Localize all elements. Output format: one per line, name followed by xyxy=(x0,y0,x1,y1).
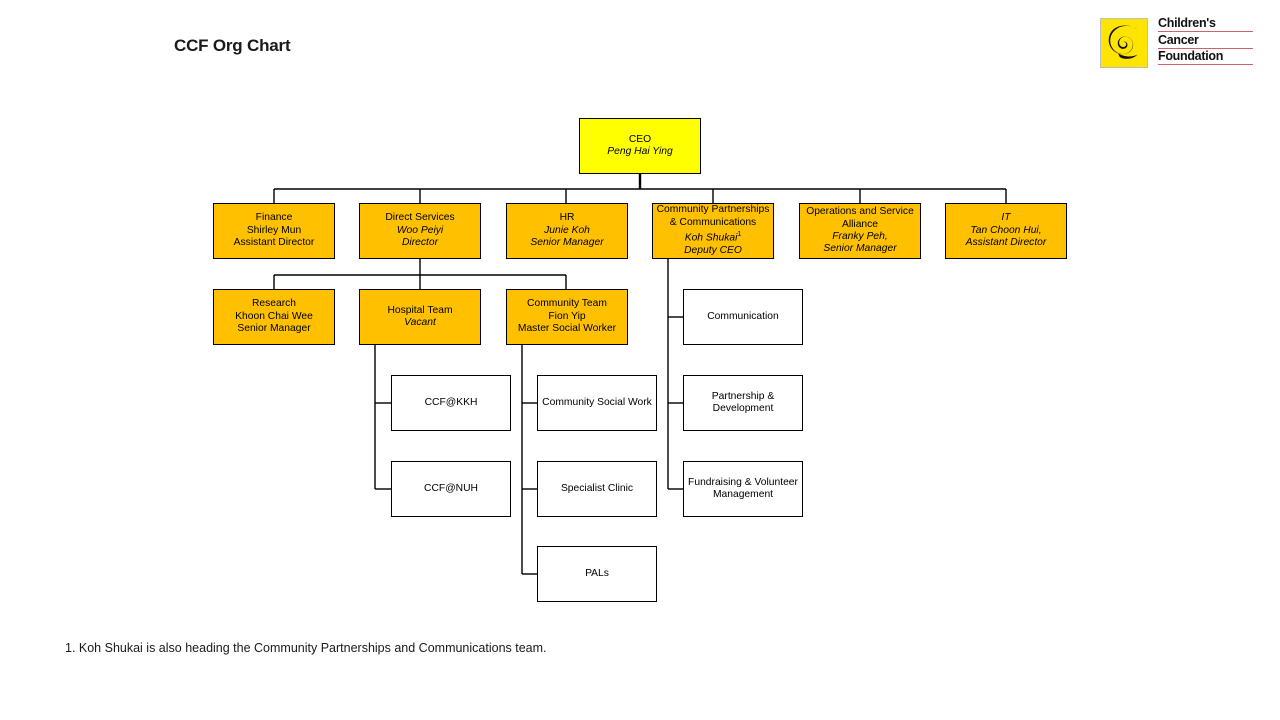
node-line: Director xyxy=(401,237,439,249)
node-line: & Communications xyxy=(669,216,757,228)
node-hospital-team[interactable]: Hospital Team Vacant xyxy=(359,289,481,345)
node-line: HR xyxy=(559,212,575,224)
node-line: Assistant Director xyxy=(233,237,315,249)
node-line: Peng Hai Ying xyxy=(607,146,673,157)
node-line: Senior Manager xyxy=(823,243,897,255)
node-community-partnerships-communications[interactable]: Community Partnerships & Communications … xyxy=(652,203,774,259)
node-line: Specialist Clinic xyxy=(560,482,634,494)
node-line: Junie Koh xyxy=(544,224,590,236)
node-line: Senior Manager xyxy=(237,323,311,335)
page-title: CCF Org Chart xyxy=(174,36,291,55)
node-community-social-work[interactable]: Community Social Work xyxy=(537,375,657,431)
node-research[interactable]: Research Khoon Chai Wee Senior Manager xyxy=(213,289,335,345)
node-line: IT xyxy=(1001,212,1011,224)
node-line: Alliance xyxy=(841,218,879,230)
node-specialist-clinic[interactable]: Specialist Clinic xyxy=(537,461,657,517)
node-line: Management xyxy=(712,489,774,500)
node-line: CCF@KKH xyxy=(424,396,478,408)
node-communication[interactable]: Communication xyxy=(683,289,803,345)
node-partnership-development[interactable]: Partnership & Development xyxy=(683,375,803,431)
node-ceo[interactable]: CEO Peng Hai Ying xyxy=(579,118,701,174)
node-line: Senior Manager xyxy=(530,237,604,249)
node-line: Hospital Team xyxy=(387,304,453,316)
organization-logo: Children's Cancer Foundation xyxy=(1100,17,1253,70)
node-line: Woo Peiyi xyxy=(396,224,444,236)
node-line: Franky Peh, xyxy=(832,231,888,242)
node-line: Research xyxy=(251,298,297,310)
node-community-team[interactable]: Community Team Fion Yip Master Social Wo… xyxy=(506,289,628,345)
node-line: Direct Services xyxy=(385,212,455,224)
node-hr[interactable]: HR Junie Koh Senior Manager xyxy=(506,203,628,259)
node-line: Operations and Service xyxy=(806,206,914,218)
node-pals[interactable]: PALs xyxy=(537,546,657,602)
node-line: Assistant Director xyxy=(965,237,1047,249)
node-ccf-kkh[interactable]: CCF@KKH xyxy=(391,375,511,431)
node-line: Partnership & xyxy=(711,390,775,402)
node-line: CEO xyxy=(628,133,652,145)
footnote-text: 1. Koh Shukai is also heading the Commun… xyxy=(65,641,547,655)
node-line: Community Partnerships xyxy=(656,204,770,216)
node-ccf-nuh[interactable]: CCF@NUH xyxy=(391,461,511,517)
node-line: Vacant xyxy=(404,317,436,328)
node-line: Community Team xyxy=(527,298,607,310)
logo-line-3: Foundation xyxy=(1158,50,1253,65)
node-line: CCF@NUH xyxy=(424,482,478,494)
node-direct-services[interactable]: Direct Services Woo Peiyi Director xyxy=(359,203,481,259)
node-line: Community Social Work xyxy=(542,396,652,408)
node-line: Development xyxy=(712,403,774,414)
logo-wordmark: Children's Cancer Foundation xyxy=(1158,17,1253,67)
node-line: PALs xyxy=(585,567,609,579)
node-line: Deputy CEO xyxy=(684,245,742,257)
node-line: Shirley Mun xyxy=(246,224,302,236)
node-line: Tan Choon Hui, xyxy=(970,224,1042,236)
node-operations-service-alliance[interactable]: Operations and Service Alliance Franky P… xyxy=(799,203,921,259)
logo-line-2: Cancer xyxy=(1158,33,1253,49)
node-it[interactable]: IT Tan Choon Hui, Assistant Director xyxy=(945,203,1067,259)
spiral-swirl-icon xyxy=(1100,18,1148,68)
node-line: Master Social Worker xyxy=(517,323,617,335)
node-line: Fundraising & Volunteer xyxy=(688,476,798,488)
logo-line-1: Children's xyxy=(1158,17,1253,32)
footnote-marker: 1 xyxy=(737,231,742,239)
node-line: Fion Yip xyxy=(548,310,586,322)
node-fundraising-volunteer-management[interactable]: Fundraising & Volunteer Management xyxy=(683,461,803,517)
node-line-with-footnote: Koh Shukai1 xyxy=(684,231,742,244)
node-line: Communication xyxy=(707,310,779,322)
node-line: Finance xyxy=(255,212,293,224)
node-finance[interactable]: Finance Shirley Mun Assistant Director xyxy=(213,203,335,259)
node-line: Khoon Chai Wee xyxy=(235,310,313,322)
